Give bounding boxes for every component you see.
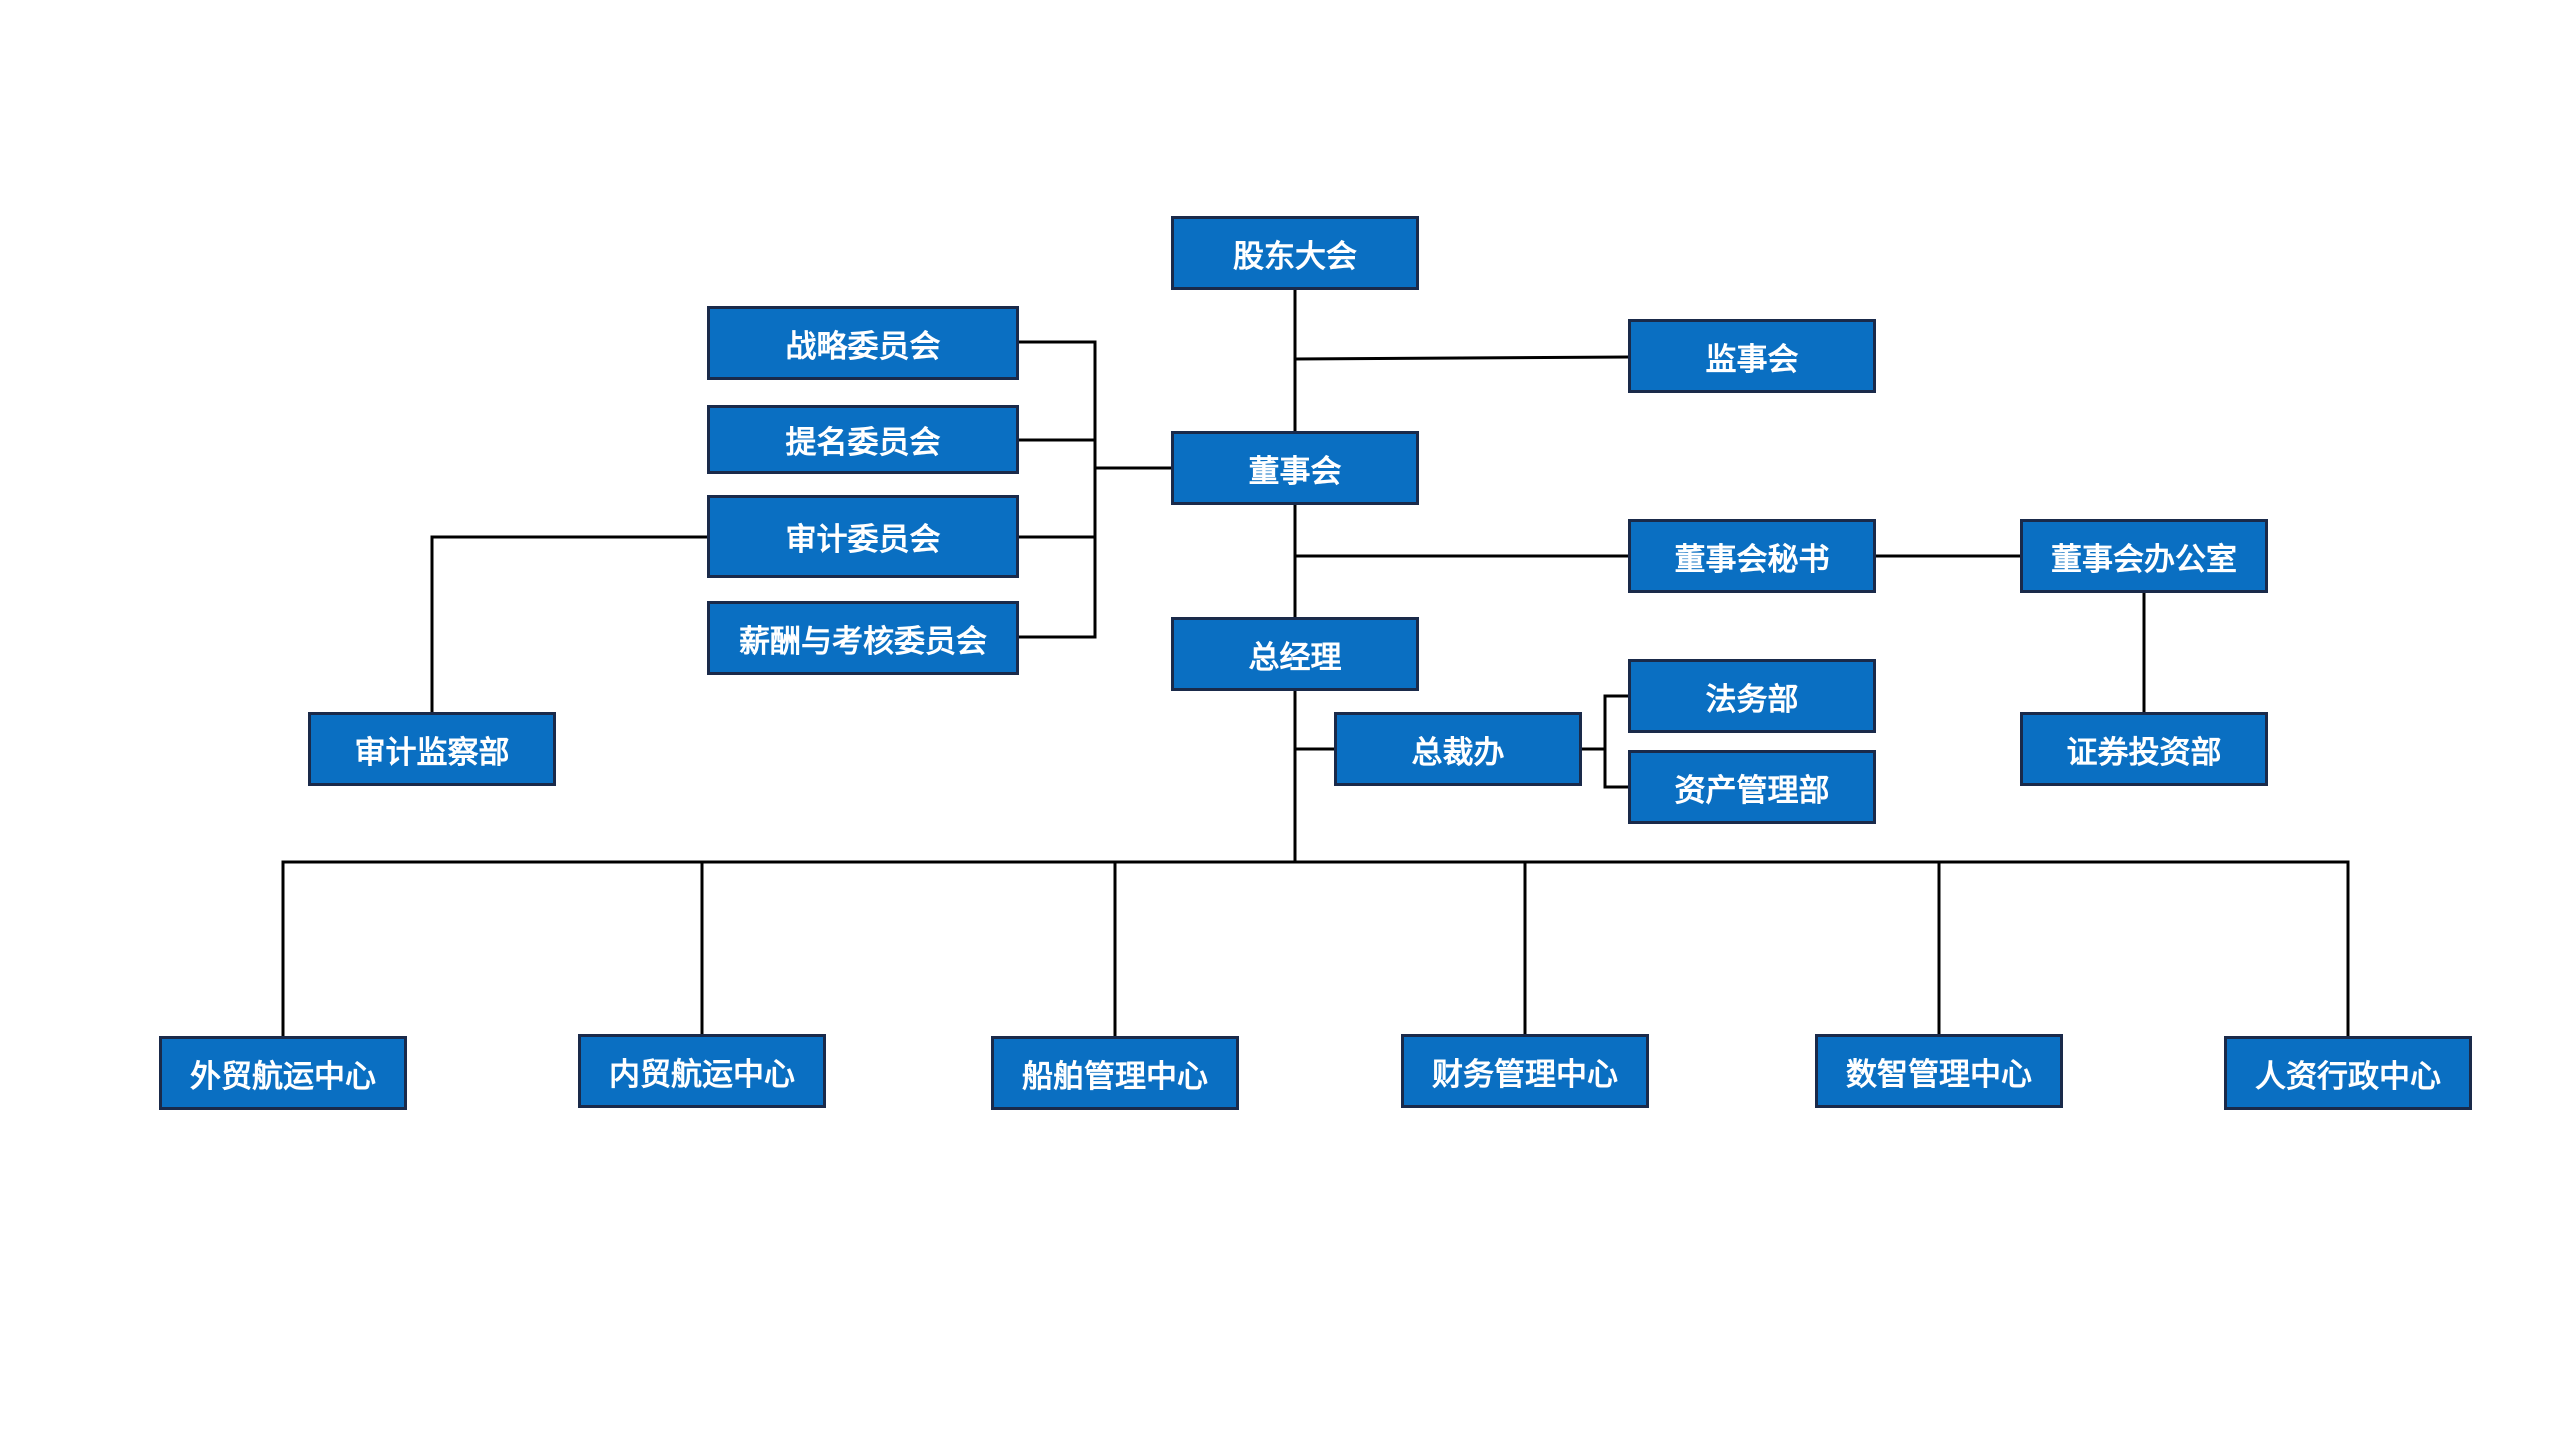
node-label: 财务管理中心: [1432, 1056, 1618, 1093]
node-label: 数智管理中心: [1846, 1056, 2032, 1093]
node-label: 船舶管理中心: [1022, 1058, 1208, 1095]
node-label: 外贸航运中心: [190, 1058, 376, 1095]
node-label: 法务部: [1705, 681, 1799, 718]
node-center-domestic-trade-shipping[interactable]: 内贸航运中心: [578, 1034, 826, 1108]
node-center-finance-management[interactable]: 财务管理中心: [1401, 1034, 1649, 1108]
node-shareholders-meeting[interactable]: 股东大会: [1171, 216, 1419, 290]
node-securities-investment[interactable]: 证券投资部: [2020, 712, 2268, 786]
node-label: 股东大会: [1233, 238, 1357, 275]
node-audit-committee[interactable]: 审计委员会: [707, 495, 1019, 578]
node-label: 证券投资部: [2066, 734, 2222, 771]
node-center-digital-management[interactable]: 数智管理中心: [1815, 1034, 2063, 1108]
node-legal-dept[interactable]: 法务部: [1628, 659, 1876, 733]
node-label: 内贸航运中心: [609, 1056, 795, 1093]
node-label: 薪酬与考核委员会: [739, 623, 987, 660]
node-audit-supervision-dept[interactable]: 审计监察部: [308, 712, 556, 786]
node-center-foreign-trade-shipping[interactable]: 外贸航运中心: [159, 1036, 407, 1110]
node-remuneration-committee[interactable]: 薪酬与考核委员会: [707, 601, 1019, 675]
node-label: 审计委员会: [785, 522, 941, 558]
node-board-secretary[interactable]: 董事会秘书: [1628, 519, 1876, 593]
node-center-ship-management[interactable]: 船舶管理中心: [991, 1036, 1239, 1110]
node-label: 资产管理部: [1674, 772, 1830, 809]
node-strategy-committee[interactable]: 战略委员会: [707, 306, 1019, 380]
node-center-hr-admin[interactable]: 人资行政中心: [2224, 1036, 2472, 1110]
node-label: 审计监察部: [354, 734, 510, 771]
node-label: 监事会: [1705, 341, 1799, 378]
node-board-office[interactable]: 董事会办公室: [2020, 519, 2268, 593]
node-label: 董事会: [1248, 453, 1342, 490]
node-label: 战略委员会: [785, 328, 941, 365]
node-ceo-office[interactable]: 总裁办: [1334, 712, 1582, 786]
node-asset-management-dept[interactable]: 资产管理部: [1628, 750, 1876, 824]
node-general-manager[interactable]: 总经理: [1171, 617, 1419, 691]
node-label: 总经理: [1248, 639, 1342, 676]
node-label: 人资行政中心: [2255, 1058, 2441, 1095]
node-nomination-committee[interactable]: 提名委员会: [707, 405, 1019, 474]
node-board-of-directors[interactable]: 董事会: [1171, 431, 1419, 505]
node-label: 总裁办: [1411, 734, 1505, 771]
node-label: 董事会秘书: [1674, 541, 1830, 578]
node-supervisory-board[interactable]: 监事会: [1628, 319, 1876, 393]
node-label: 提名委员会: [785, 425, 941, 461]
connector-supervisory: [1293, 355, 1630, 361]
node-label: 董事会办公室: [2051, 541, 2237, 578]
